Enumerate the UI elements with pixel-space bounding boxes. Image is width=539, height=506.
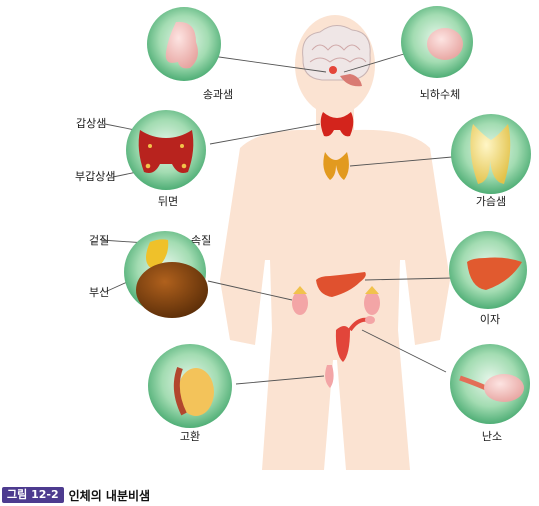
thymus-body xyxy=(323,152,349,180)
label-pineal: 송과샘 xyxy=(203,88,233,101)
circle-thymus xyxy=(451,114,531,194)
label-adrenal: 부신 xyxy=(89,286,109,299)
label-thyroid-back: 뒤면 xyxy=(158,195,178,208)
circle-testis xyxy=(148,344,232,428)
labels: 송과샘 뇌하수체 갑상샘 부갑상샘 뒤면 가슴샘 겉질 속질 부신 이자 고환 … xyxy=(75,87,506,443)
label-parathyroid: 부갑상샘 xyxy=(75,170,115,183)
label-medulla: 속질 xyxy=(191,234,211,247)
reproductive-organs xyxy=(325,316,375,388)
label-pituitary: 뇌하수체 xyxy=(420,87,460,101)
circle-ovary xyxy=(450,344,530,424)
leader-lines xyxy=(100,53,453,385)
circle-thyroid xyxy=(126,110,206,190)
label-thyroid: 갑상샘 xyxy=(76,117,106,130)
label-pancreas: 이자 xyxy=(480,313,500,326)
label-ovary: 난소 xyxy=(482,430,502,443)
figure-number: 그림 12-2 xyxy=(2,487,64,503)
label-cortex: 겉질 xyxy=(89,234,109,247)
label-testis: 고환 xyxy=(180,430,200,443)
circle-pineal xyxy=(147,7,221,81)
label-thymus: 가슴샘 xyxy=(476,195,506,208)
body-silhouette xyxy=(220,15,450,470)
figure-caption: 그림 12-2 인체의 내분비샘 xyxy=(2,487,150,503)
pancreas-body xyxy=(316,272,366,297)
circle-adrenal xyxy=(124,231,208,318)
circle-pituitary xyxy=(401,6,473,78)
thyroid-body xyxy=(320,112,354,137)
figure-title: 인체의 내분비샘 xyxy=(68,488,151,503)
brain xyxy=(302,25,371,87)
kidneys xyxy=(292,286,380,315)
circle-pancreas xyxy=(449,231,527,309)
